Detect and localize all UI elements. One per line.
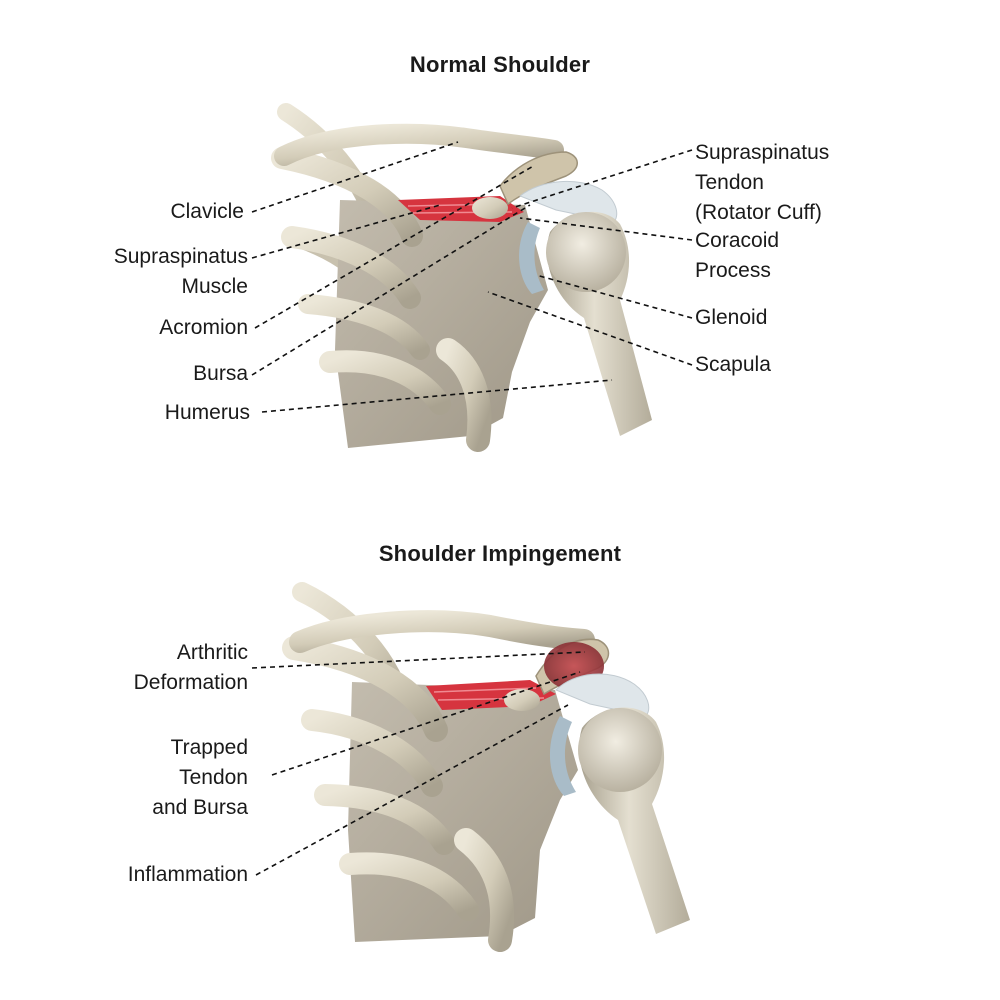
label-clavicle: Clavicle bbox=[170, 200, 244, 223]
rib-front-1 bbox=[271, 147, 423, 247]
rib-front-5 bbox=[436, 338, 492, 452]
leader-lines bbox=[251, 141, 693, 876]
label-coracoid-process: Coracoid Process bbox=[695, 229, 780, 282]
label-trapped-tendon-bursa: Trapped Tendon and Bursa bbox=[152, 736, 248, 819]
label-glenoid: Glenoid bbox=[695, 306, 768, 329]
trapped-tendon-shape bbox=[555, 673, 650, 717]
label-supraspinatus-tendon: Supraspinatus Tendon (Rotator Cuff) bbox=[695, 141, 830, 224]
leader-line-humerus bbox=[261, 379, 613, 413]
rib-front-3 bbox=[314, 784, 455, 855]
coracoid-process-shape bbox=[504, 689, 540, 711]
glenoid-shape bbox=[519, 222, 544, 294]
label-humerus: Humerus bbox=[164, 401, 250, 424]
rib-front-2 bbox=[281, 226, 421, 309]
impingement-title: Shoulder Impingement bbox=[378, 541, 622, 566]
leader-line-scapula bbox=[487, 291, 693, 366]
rib-front-2 bbox=[301, 709, 443, 797]
humeral-head-shape bbox=[546, 212, 626, 292]
normal-shoulder-illustration bbox=[271, 103, 652, 452]
rib-front-3 bbox=[298, 294, 430, 360]
label-arthritic-deformation: Arthritic Deformation bbox=[133, 641, 248, 694]
clavicle-shape bbox=[289, 610, 595, 653]
rib-front-1 bbox=[282, 636, 448, 742]
rib-front-4 bbox=[339, 852, 479, 921]
rib-front-4 bbox=[319, 350, 451, 415]
leader-line-trapped-tendon-bursa bbox=[271, 671, 581, 776]
humeral-head-shape bbox=[578, 708, 662, 792]
label-supraspinatus-muscle: Supraspinatus Muscle bbox=[113, 245, 248, 298]
glenoid-shape bbox=[549, 716, 576, 796]
leader-line-clavicle bbox=[251, 141, 459, 213]
coracoid-process-shape bbox=[472, 197, 508, 219]
leader-line-supraspinatus-tendon bbox=[511, 149, 693, 209]
leader-line-bursa bbox=[251, 204, 531, 376]
leader-line-coracoid-process bbox=[519, 217, 693, 241]
normal-shoulder-title: Normal Shoulder bbox=[409, 52, 591, 77]
label-acromion: Acromion bbox=[159, 316, 248, 339]
clavicle-shape bbox=[274, 123, 564, 166]
leader-line-supraspinatus-muscle bbox=[251, 204, 441, 259]
label-inflammation: Inflammation bbox=[127, 863, 248, 886]
label-bursa: Bursa bbox=[193, 362, 248, 385]
impingement-shoulder-illustration bbox=[282, 582, 690, 952]
leader-line-arthritic-deformation bbox=[251, 651, 586, 669]
rib-front-5 bbox=[454, 828, 515, 952]
label-scapula: Scapula bbox=[695, 353, 771, 376]
